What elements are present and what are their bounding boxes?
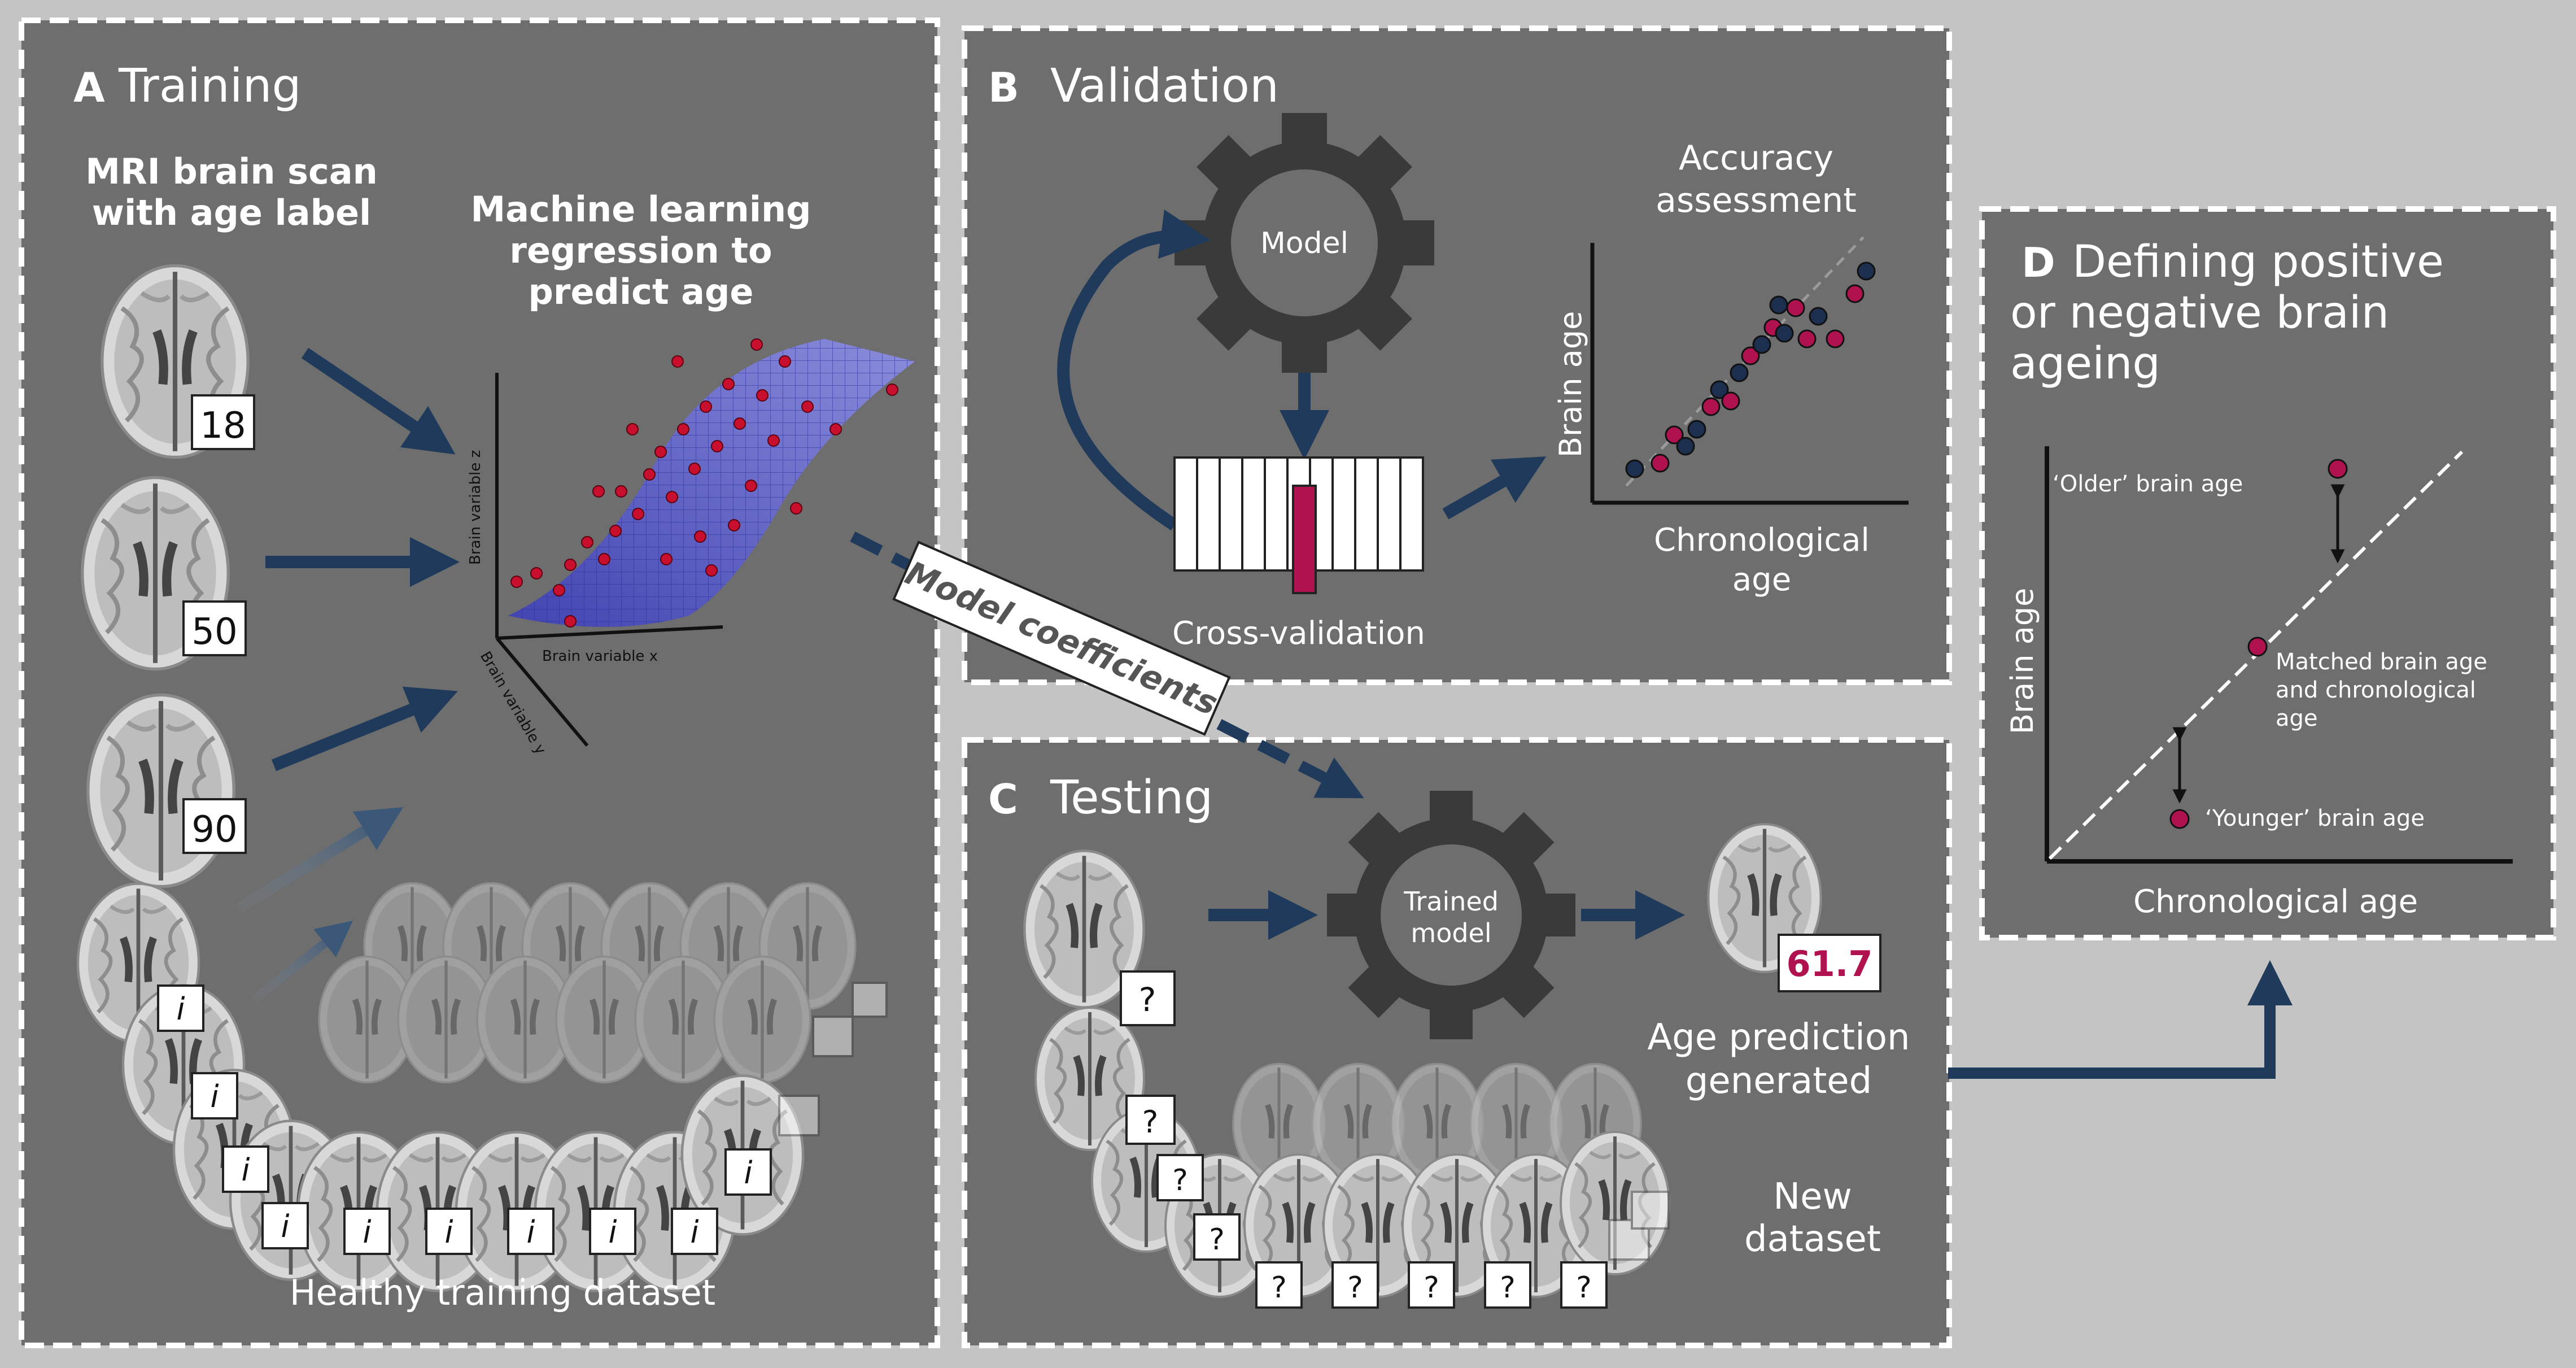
brain-scan-90: 90 [88,695,247,886]
svg-text:?: ? [1209,1223,1225,1257]
panel-d-title-line3: ageing [2010,338,2160,389]
age-label-50: 50 [191,611,237,653]
arrow-faded-1 [234,807,404,914]
training-dataset-label: Healthy training dataset [290,1272,715,1313]
panel-a: A Training MRI brain scan with age label… [19,18,940,1348]
panel-a-title: Training [118,59,302,113]
regression-points [510,338,898,628]
scan-label-line2: with age label [92,192,372,233]
accuracy-title-line2: assessment [1656,181,1857,220]
new-dataset-line2: dataset [1744,1218,1881,1260]
accuracy-x-label-line2: age [1732,561,1791,598]
panel-c-title: Testing [1050,771,1213,825]
brain-age-x-label: Chronological age [2133,883,2418,920]
svg-text:?: ? [1500,1271,1516,1305]
svg-text:?: ? [1139,981,1156,1019]
matched-point [2247,637,2268,657]
age-label-90: 90 [191,809,237,851]
arrow-scan-90-to-model [271,686,458,772]
panel-d-title-line1: Defining positive [2072,237,2444,287]
svg-text:?: ? [1347,1271,1363,1305]
axis-x-label: Brain variable x [542,648,658,665]
regression-label-line3: predict age [529,271,754,312]
panel-c-letter: C [988,776,1018,823]
cross-validation-folds [1173,456,1424,594]
accuracy-x-label-line1: Chronological [1654,522,1870,559]
panel-d-letter: D [2021,239,2055,286]
regression-label-line2: regression to [509,230,772,271]
feedback-loop-arrow [1057,209,1211,531]
new-dataset-line1: New [1773,1176,1852,1218]
svg-text:i: i [210,1079,219,1114]
training-crowd [319,883,855,1083]
svg-text:i: i [363,1214,371,1250]
brain-scan-18: 18 [102,265,255,457]
arrow-scan-18-to-model [301,347,456,455]
svg-text:i: i [444,1214,453,1250]
panel-b-frame [962,25,1952,685]
panel-b-letter: B [988,64,1019,111]
panel-a-letter: A [73,64,105,111]
matched-label-line2: and chronological [2276,677,2476,703]
younger-point [2169,809,2190,829]
age-box-90 [182,798,247,854]
validation-fold [1292,485,1317,594]
svg-text:?: ? [1271,1271,1287,1305]
model-gear-label: Model [1260,226,1348,260]
trained-model-gear-icon: Trained model [1327,791,1575,1039]
svg-text:i: i [526,1214,535,1250]
arrow-faded-2 [251,921,353,1004]
svg-text:i: i [281,1209,289,1244]
older-point [2328,459,2348,479]
accuracy-points [1625,262,1876,478]
prediction-label-line2: generated [1686,1060,1872,1102]
training-i-labels: i i i i i i i i i i [157,982,888,1255]
older-label: ‘Older’ brain age [2053,471,2243,497]
panel-d: D Defining positive or negative brain ag… [1979,206,2556,940]
axis-y-line [495,637,589,747]
arrow-cv-to-accuracy [1442,456,1547,520]
trained-model-label-line1: Trained [1403,886,1499,917]
model-gear-icon: Model [1175,113,1434,373]
axis-z-label: Brain variable z [467,450,484,565]
prediction-label-line1: Age prediction [1647,1017,1910,1058]
accuracy-plot: Brain age Chronological age [1553,236,1909,598]
panel-d-frame [1979,206,2556,940]
accuracy-y-label: Brain age [1553,311,1588,458]
svg-text:?: ? [1576,1271,1592,1305]
brain-scan-50: 50 [82,477,247,669]
age-box-18 [191,394,255,450]
prediction-value: 61.7 [1787,943,1873,984]
svg-text:i: i [241,1152,250,1188]
svg-text:?: ? [1424,1271,1439,1305]
panel-d-title-line2: or negative brain [2010,287,2389,338]
panel-c: C Testing ? ? ? ? [962,737,1952,1348]
svg-text:i: i [744,1155,752,1191]
svg-text:i: i [176,991,185,1027]
svg-text:i: i [608,1214,617,1250]
matched-label-line3: age [2276,705,2318,731]
younger-label: ‘Younger’ brain age [2205,805,2425,831]
matched-label-line1: Matched brain age [2276,649,2487,675]
regression-label-line1: Machine learning [470,189,811,230]
age-label-18: 18 [200,405,246,447]
scan-label-line1: MRI brain scan [85,151,378,192]
brain-age-y-label: Brain age [2005,588,2040,734]
regression-surface-grid [508,339,915,627]
age-box-50 [182,600,247,656]
panel-b: B Validation Model [962,25,1952,685]
panel-b-title: Validation [1050,59,1279,113]
trained-model-label-line2: model [1411,918,1491,948]
arrow-testing-to-defining [1948,960,2293,1079]
axis-x-line [496,625,723,640]
svg-text:i: i [690,1214,698,1250]
prediction-box [1778,934,1881,992]
cross-validation-label: Cross-validation [1172,615,1425,652]
test-question-labels: ? ? ? ? ? ? ? ? ? [1120,970,1670,1309]
svg-text:?: ? [1142,1104,1159,1140]
svg-text:?: ? [1172,1164,1188,1197]
accuracy-title-line1: Accuracy [1679,138,1833,178]
